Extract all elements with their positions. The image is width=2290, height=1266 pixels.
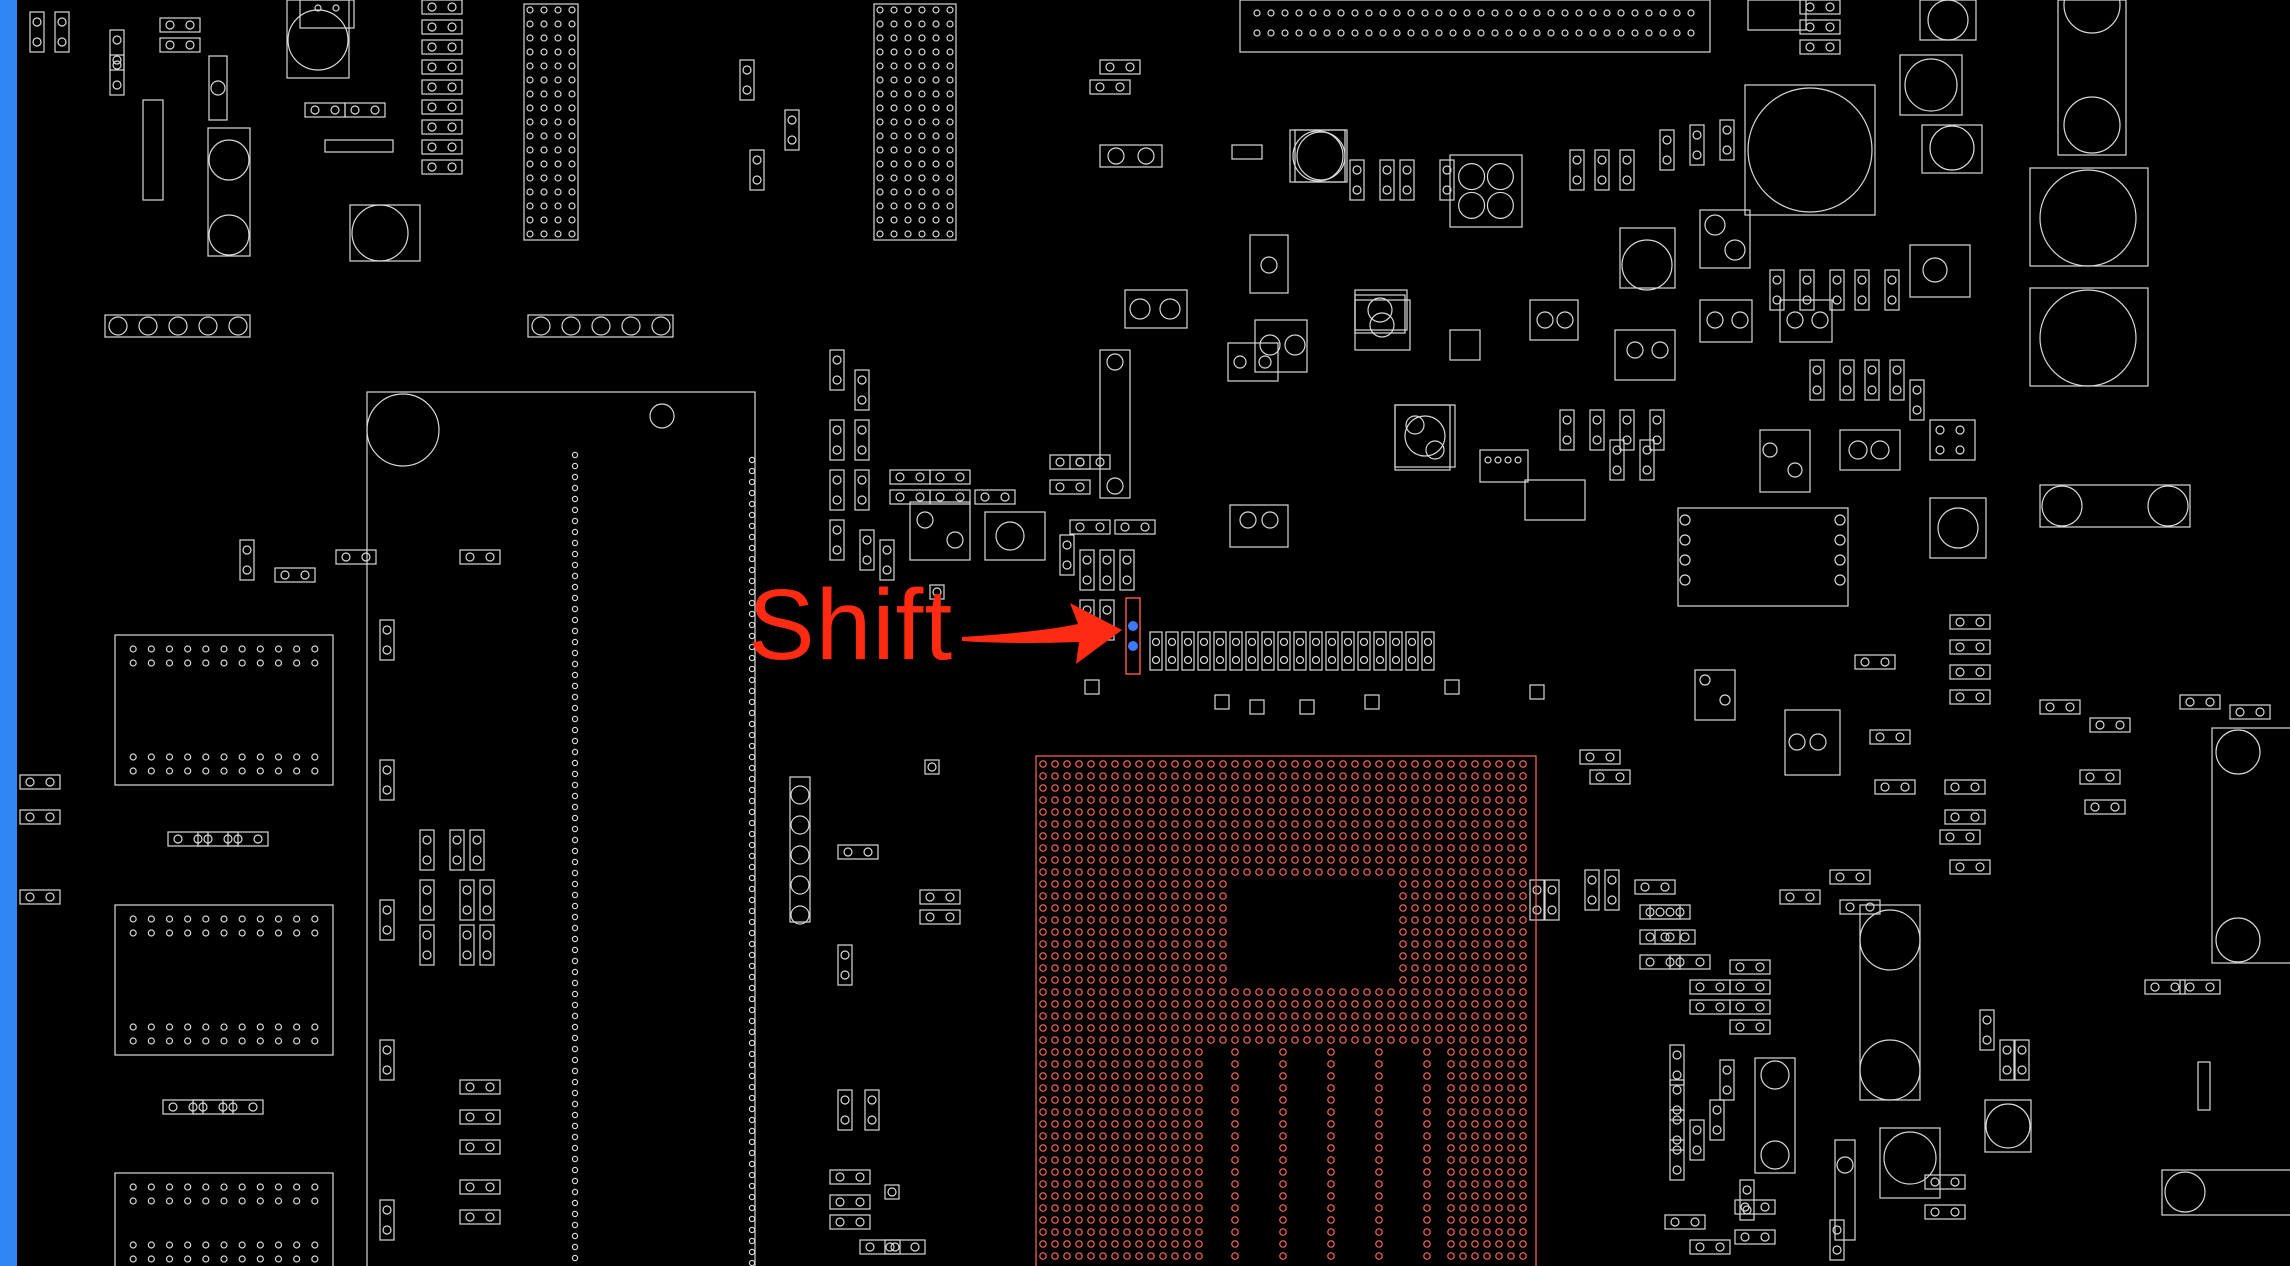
- component-outlines: [19, 0, 2290, 1266]
- window-edge-scrollbar[interactable]: [0, 0, 17, 1266]
- bga-chip-pads: [1035, 755, 1537, 1266]
- annotation-label: Shift: [748, 569, 954, 681]
- highlighted-component[interactable]: [1125, 597, 1141, 675]
- arrow-right-icon: [962, 603, 1122, 664]
